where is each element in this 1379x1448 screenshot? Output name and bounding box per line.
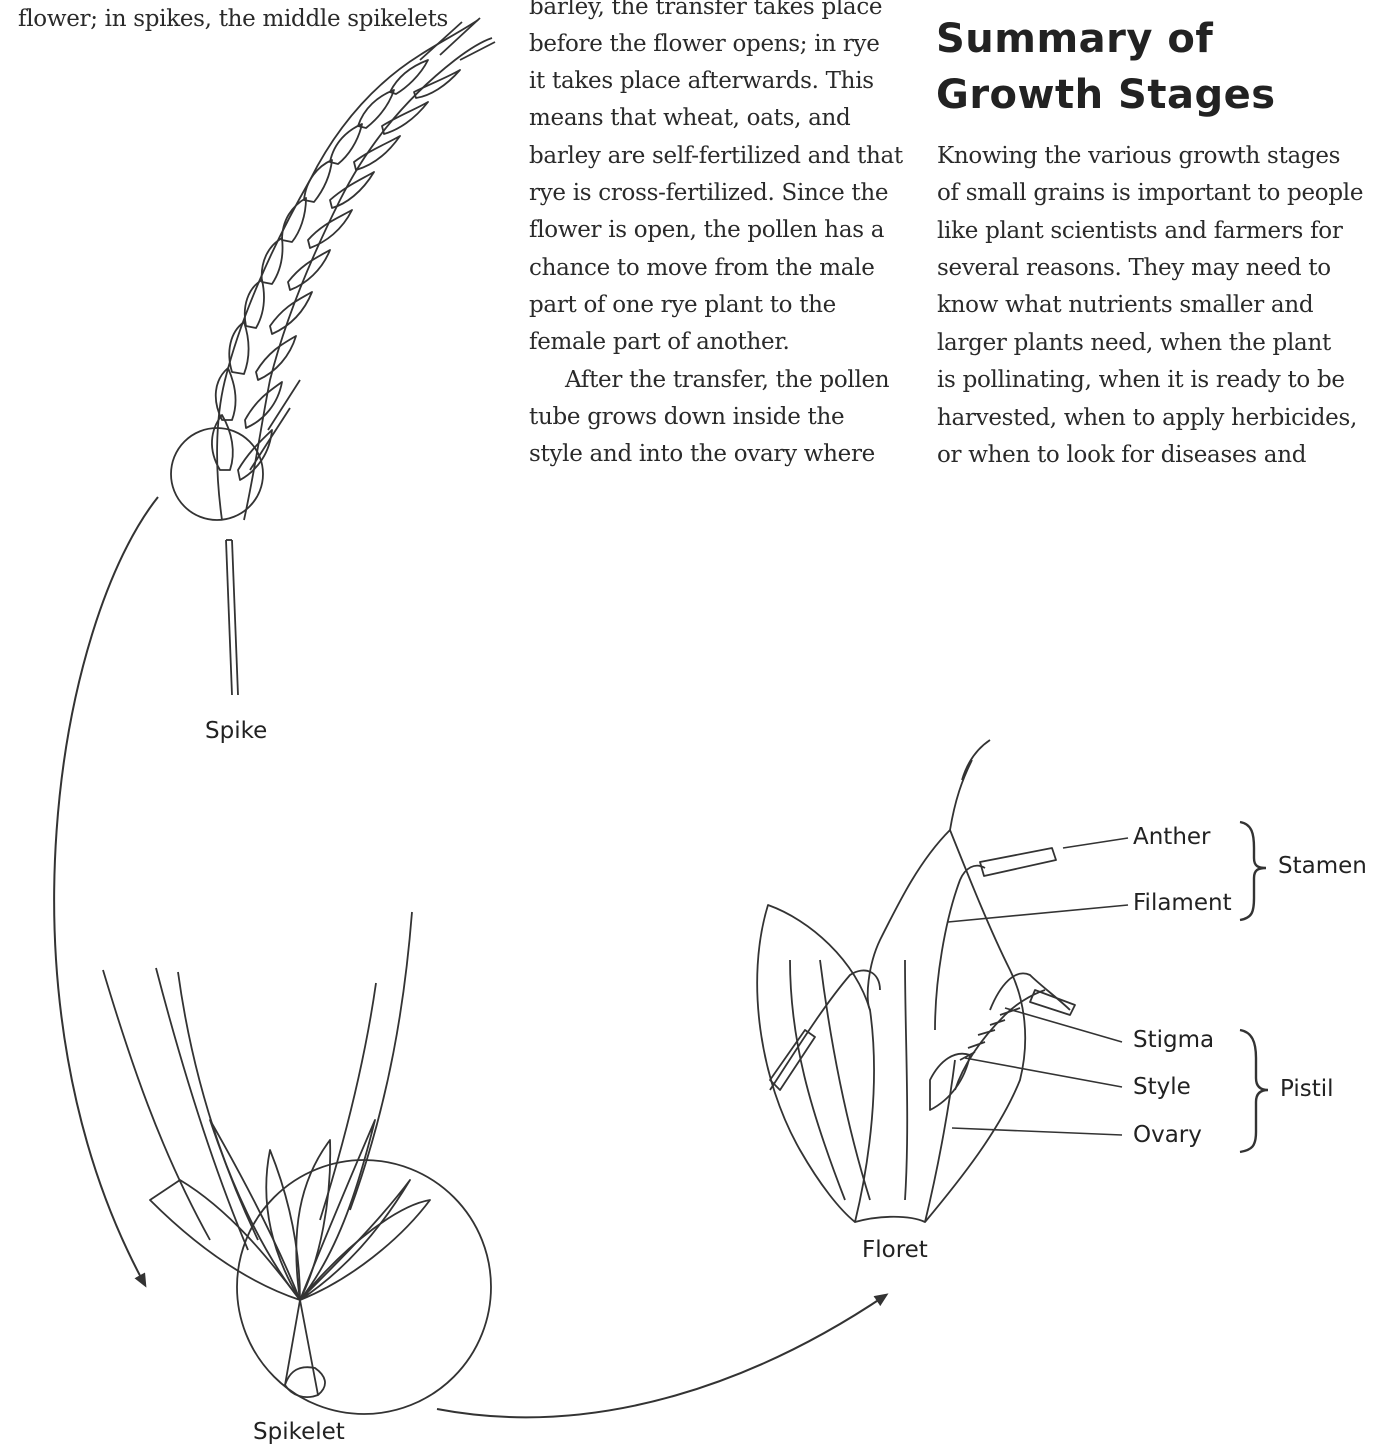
braces <box>1240 822 1268 1152</box>
spikelet-label: Spikelet <box>253 1419 345 1445</box>
floret-label: Floret <box>862 1237 928 1263</box>
stamen-label: Stamen <box>1278 853 1367 879</box>
style-leader-line <box>965 1058 1122 1087</box>
arrow-spike-to-spikelet <box>54 497 158 1285</box>
spikelet-illustration <box>103 912 430 1397</box>
filament-label: Filament <box>1133 890 1232 916</box>
ovary-label: Ovary <box>1133 1122 1202 1148</box>
spike-illustration <box>212 18 495 695</box>
stamen-brace <box>1240 822 1266 920</box>
style-label: Style <box>1133 1074 1191 1100</box>
part-leader-lines <box>948 838 1128 1135</box>
pistil-label: Pistil <box>1280 1076 1334 1102</box>
anther-leader-line <box>1063 838 1128 848</box>
spike-label: Spike <box>205 718 267 744</box>
anther-upper <box>980 848 1056 876</box>
floret-illustration <box>757 740 1075 1222</box>
arrow-spikelet-to-floret <box>437 1295 886 1417</box>
ovary-leader-line <box>952 1128 1122 1135</box>
spikelet-detail-circle <box>237 1160 491 1414</box>
anther-label: Anther <box>1133 824 1211 850</box>
pistil-brace <box>1240 1030 1268 1152</box>
filament-leader-line <box>948 905 1128 922</box>
stigma-label: Stigma <box>1133 1027 1214 1053</box>
